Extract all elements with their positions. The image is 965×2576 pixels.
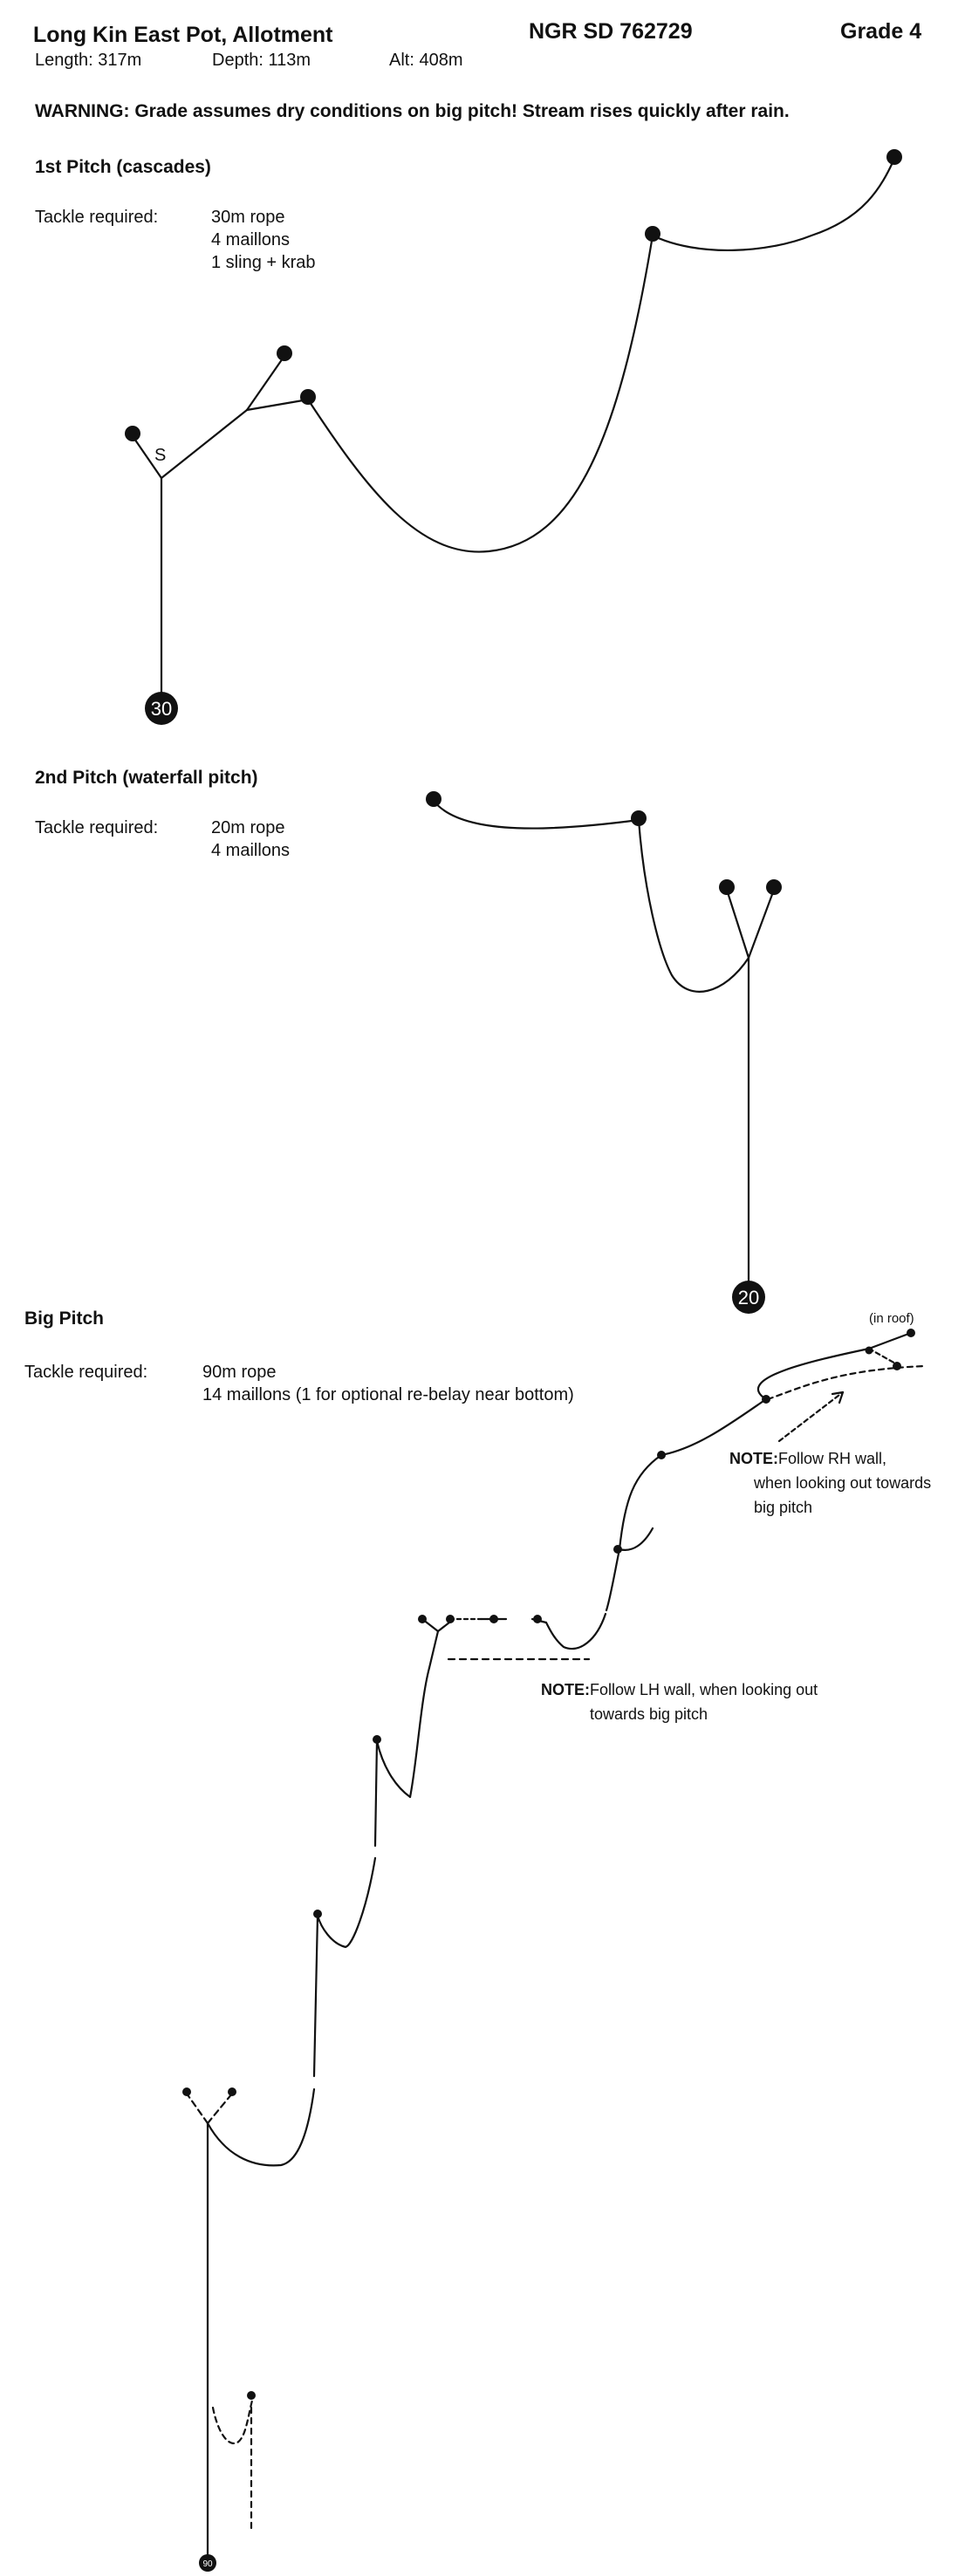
- note-lh-text: Follow LH wall, when looking out: [590, 1681, 818, 1698]
- anchor-bolt: [313, 1910, 322, 1918]
- note-rh-label: NOTE:: [729, 1450, 778, 1467]
- anchor-bolt: [446, 1615, 455, 1623]
- pitch1-rope: [131, 157, 896, 710]
- altitude-label: Alt: 408m: [389, 51, 463, 70]
- anchor-bolt: [182, 2087, 191, 2096]
- pitch2-title: 2nd Pitch (waterfall pitch): [35, 768, 258, 788]
- anchor-bolt: [300, 389, 316, 405]
- pitch3-tackle-label: Tackle required:: [24, 1363, 148, 1382]
- pitch2-rope: [432, 799, 776, 1297]
- anchor-bolt: [631, 810, 647, 826]
- anchor-bolt: [886, 149, 902, 165]
- anchor-bolt: [125, 426, 140, 441]
- anchor-bolt: [865, 1346, 873, 1355]
- anchor-bolt: [247, 2391, 256, 2400]
- pitch1-tackle-item: 4 maillons: [211, 230, 291, 249]
- anchor-bolt: [533, 1615, 542, 1623]
- pitch2-tackle-item: 20m rope: [211, 818, 285, 837]
- pitch3-depth-badge: 90: [199, 2554, 216, 2572]
- anchor-bolt: [657, 1451, 666, 1459]
- pitch1-depth-badge: 30: [145, 692, 178, 725]
- anchor-bolt: [277, 345, 292, 361]
- pitch3-depth-text: 90: [202, 2559, 213, 2569]
- pitch1-tackle-item: 30m rope: [211, 208, 285, 227]
- pitch2-tackle-label: Tackle required:: [35, 818, 159, 837]
- pitch1-title: 1st Pitch (cascades): [35, 157, 211, 177]
- anchor-bolt: [426, 791, 441, 807]
- pitch1-tackle-item: 1 sling + krab: [211, 253, 316, 272]
- warning-text: WARNING: Grade assumes dry conditions on…: [35, 101, 790, 121]
- pitch2-tackle-item: 4 maillons: [211, 841, 291, 860]
- length-label: Length: 317m: [35, 51, 142, 70]
- anchor-bolt: [907, 1329, 915, 1337]
- anchor-bolt: [418, 1615, 427, 1623]
- grid-reference: NGR SD 762729: [529, 19, 693, 44]
- pitch1-tackle-label: Tackle required:: [35, 208, 159, 227]
- pitch3-tackle-item: 90m rope: [202, 1363, 277, 1382]
- pitch3-title: Big Pitch: [24, 1308, 105, 1329]
- note-rh-text: when looking out towards: [754, 1474, 932, 1492]
- note-rh-arrow: [777, 1390, 845, 1443]
- note-lh-text: towards big pitch: [590, 1705, 708, 1723]
- anchor-bolt: [893, 1362, 901, 1370]
- pitch1-marker: S: [154, 446, 167, 465]
- anchor-bolt: [373, 1735, 381, 1744]
- note-lh-label: NOTE:: [541, 1681, 590, 1698]
- note-rh-text: big pitch: [754, 1499, 813, 1516]
- anchor-bolt: [645, 226, 660, 242]
- anchor-bolt: [613, 1545, 622, 1554]
- depth-label: Depth: 113m: [212, 51, 311, 70]
- grade-label: Grade 4: [840, 19, 922, 44]
- anchor-bolt: [228, 2087, 236, 2096]
- pitch3-tackle-item: 14 maillons (1 for optional re-belay nea…: [202, 1385, 574, 1404]
- anchor-bolt: [762, 1395, 770, 1404]
- note-rh-text: Follow RH wall,: [778, 1450, 887, 1467]
- in-roof-label: (in roof): [869, 1311, 914, 1326]
- pitch2-depth-badge: 20: [732, 1281, 765, 1314]
- pitch1-depth-text: 30: [151, 698, 172, 720]
- pitch3-rope: [185, 1331, 927, 2562]
- anchor-bolt: [719, 879, 735, 895]
- page-title: Long Kin East Pot, Allotment: [33, 23, 333, 47]
- anchor-bolt: [766, 879, 782, 895]
- anchor-bolt: [489, 1615, 498, 1623]
- pitch2-depth-text: 20: [738, 1287, 759, 1308]
